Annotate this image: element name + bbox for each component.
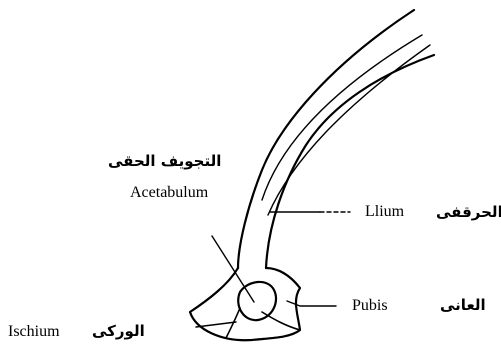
ilium-crest-stroke-2 bbox=[268, 45, 430, 215]
acetabulum-leader-line bbox=[212, 236, 254, 302]
acetabulum-label: Acetabulum bbox=[130, 185, 208, 201]
ilium-label: Llium bbox=[365, 204, 404, 220]
pubis-arabic-label: العانى bbox=[440, 298, 486, 313]
hip-bone-outline bbox=[190, 268, 300, 340]
pubis-division-line bbox=[262, 312, 300, 330]
acetabulum-outline bbox=[238, 282, 276, 320]
acetabulum-arabic-label: التجويف الحقى bbox=[108, 154, 221, 169]
ilium-inner-edge bbox=[266, 55, 434, 268]
pubis-label: Pubis bbox=[352, 298, 388, 314]
ischium-label: Ischium bbox=[8, 324, 60, 340]
ischium-leader-line bbox=[196, 322, 236, 327]
ilium-arabic-label: الحرقفى bbox=[436, 205, 501, 220]
ilium-outer-edge bbox=[238, 10, 414, 268]
ilium-crest-stroke-1 bbox=[262, 35, 422, 200]
ischium-arabic-label: الوركى bbox=[92, 324, 145, 339]
pubis-leader-line bbox=[287, 301, 336, 306]
